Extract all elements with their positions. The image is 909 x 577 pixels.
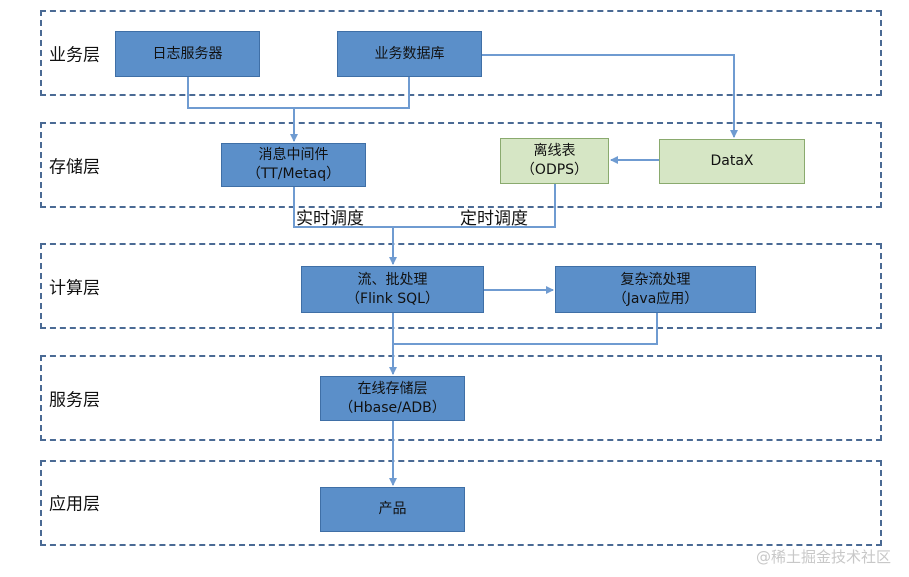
stream-label-line1: 流、批处理 (357, 271, 428, 288)
log-server-node: 日志服务器 (115, 31, 260, 77)
datax-label: DataX (710, 153, 754, 169)
mq-label-line1: 消息中间件 (258, 147, 329, 163)
stream-batch-node: 流、批处理 （Flink SQL） (301, 266, 484, 313)
mq-to-stream-line (293, 187, 393, 228)
business-layer-frame (40, 10, 882, 96)
application-layer-frame (40, 460, 882, 546)
realtime-schedule-label: 实时调度 (296, 209, 364, 229)
complex-label-line1: 复杂流处理 (620, 271, 691, 288)
product-label: 产品 (378, 501, 407, 517)
offline-label-line1: 离线表 (533, 143, 576, 159)
service-layer-label: 服务层 (49, 390, 100, 411)
business-db-label: 业务数据库 (374, 45, 445, 62)
mq-node: 消息中间件 （TT/Metaq） (221, 143, 366, 187)
online-storage-node: 在线存储层 （Hbase/ADB） (320, 376, 465, 421)
application-layer-label: 应用层 (49, 494, 100, 515)
product-node: 产品 (320, 487, 465, 532)
storage-layer-frame (40, 122, 882, 208)
business-db-node: 业务数据库 (337, 31, 482, 77)
mq-label-line2: （TT/Metaq） (246, 166, 341, 182)
complex-to-online-line (393, 313, 658, 345)
offline-label-line2: （ODPS） (520, 162, 589, 178)
complex-stream-node: 复杂流处理 （Java应用） (555, 266, 756, 313)
service-layer-frame (40, 355, 882, 441)
business-layer-label: 业务层 (49, 45, 100, 66)
datax-node: DataX (659, 139, 805, 184)
watermark-text: @稀土掘金技术社区 (755, 548, 891, 566)
online-label-line2: （Hbase/ADB） (339, 399, 446, 416)
online-label-line1: 在线存储层 (357, 380, 428, 397)
stream-label-line2: （Flink SQL） (346, 290, 439, 307)
compute-layer-label: 计算层 (49, 278, 100, 299)
storage-layer-label: 存储层 (49, 157, 100, 178)
log-server-to-mq-line (187, 77, 410, 109)
scheduled-dispatch-label: 定时调度 (460, 209, 528, 229)
compute-layer-frame (40, 243, 882, 329)
complex-label-line2: （Java应用） (612, 290, 699, 307)
offline-to-stream-line (393, 184, 556, 228)
log-server-label: 日志服务器 (152, 45, 223, 62)
offline-table-node: 离线表 （ODPS） (500, 138, 609, 184)
business-db-to-datax-arrow (482, 54, 738, 138)
